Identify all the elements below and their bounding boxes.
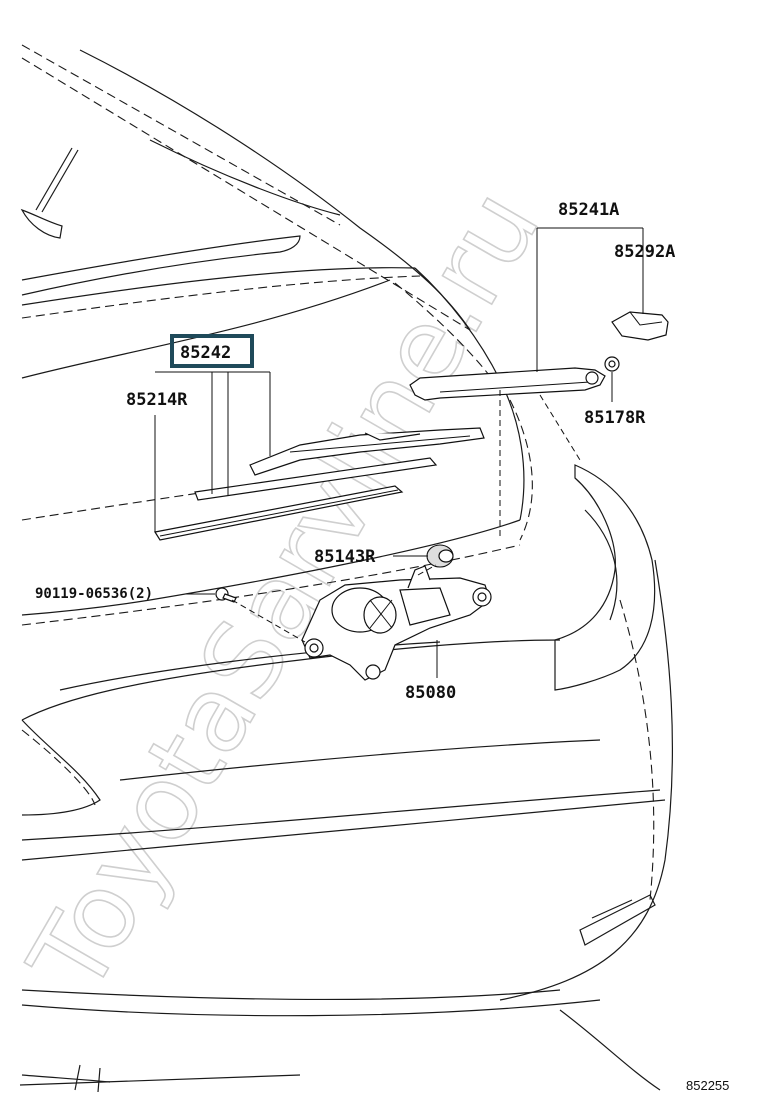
wiper-arm-85241a [409, 367, 606, 401]
label-85241a[interactable]: 85241A [558, 200, 619, 220]
label-85292a[interactable]: 85292A [614, 242, 675, 262]
label-90119-06536[interactable]: 90119-06536(2) [35, 586, 153, 602]
nut-85178r [604, 356, 620, 372]
label-85242[interactable]: 85242 [180, 343, 231, 363]
label-85178r[interactable]: 85178R [584, 408, 646, 428]
wiper-blade-85242 [154, 427, 485, 541]
wiper-motor-85080 [301, 565, 492, 681]
highlight-box-85242 [170, 334, 254, 368]
leader-lines [154, 227, 644, 678]
label-85080[interactable]: 85080 [405, 683, 456, 703]
label-85214r[interactable]: 85214R [126, 390, 188, 410]
grommet-85143r [426, 544, 454, 568]
arm-cap-85292a [611, 311, 669, 341]
diagram-reference-code: 852255 [686, 1078, 729, 1093]
bolt-90119-06536 [215, 587, 237, 603]
label-85143r[interactable]: 85143R [314, 547, 376, 567]
